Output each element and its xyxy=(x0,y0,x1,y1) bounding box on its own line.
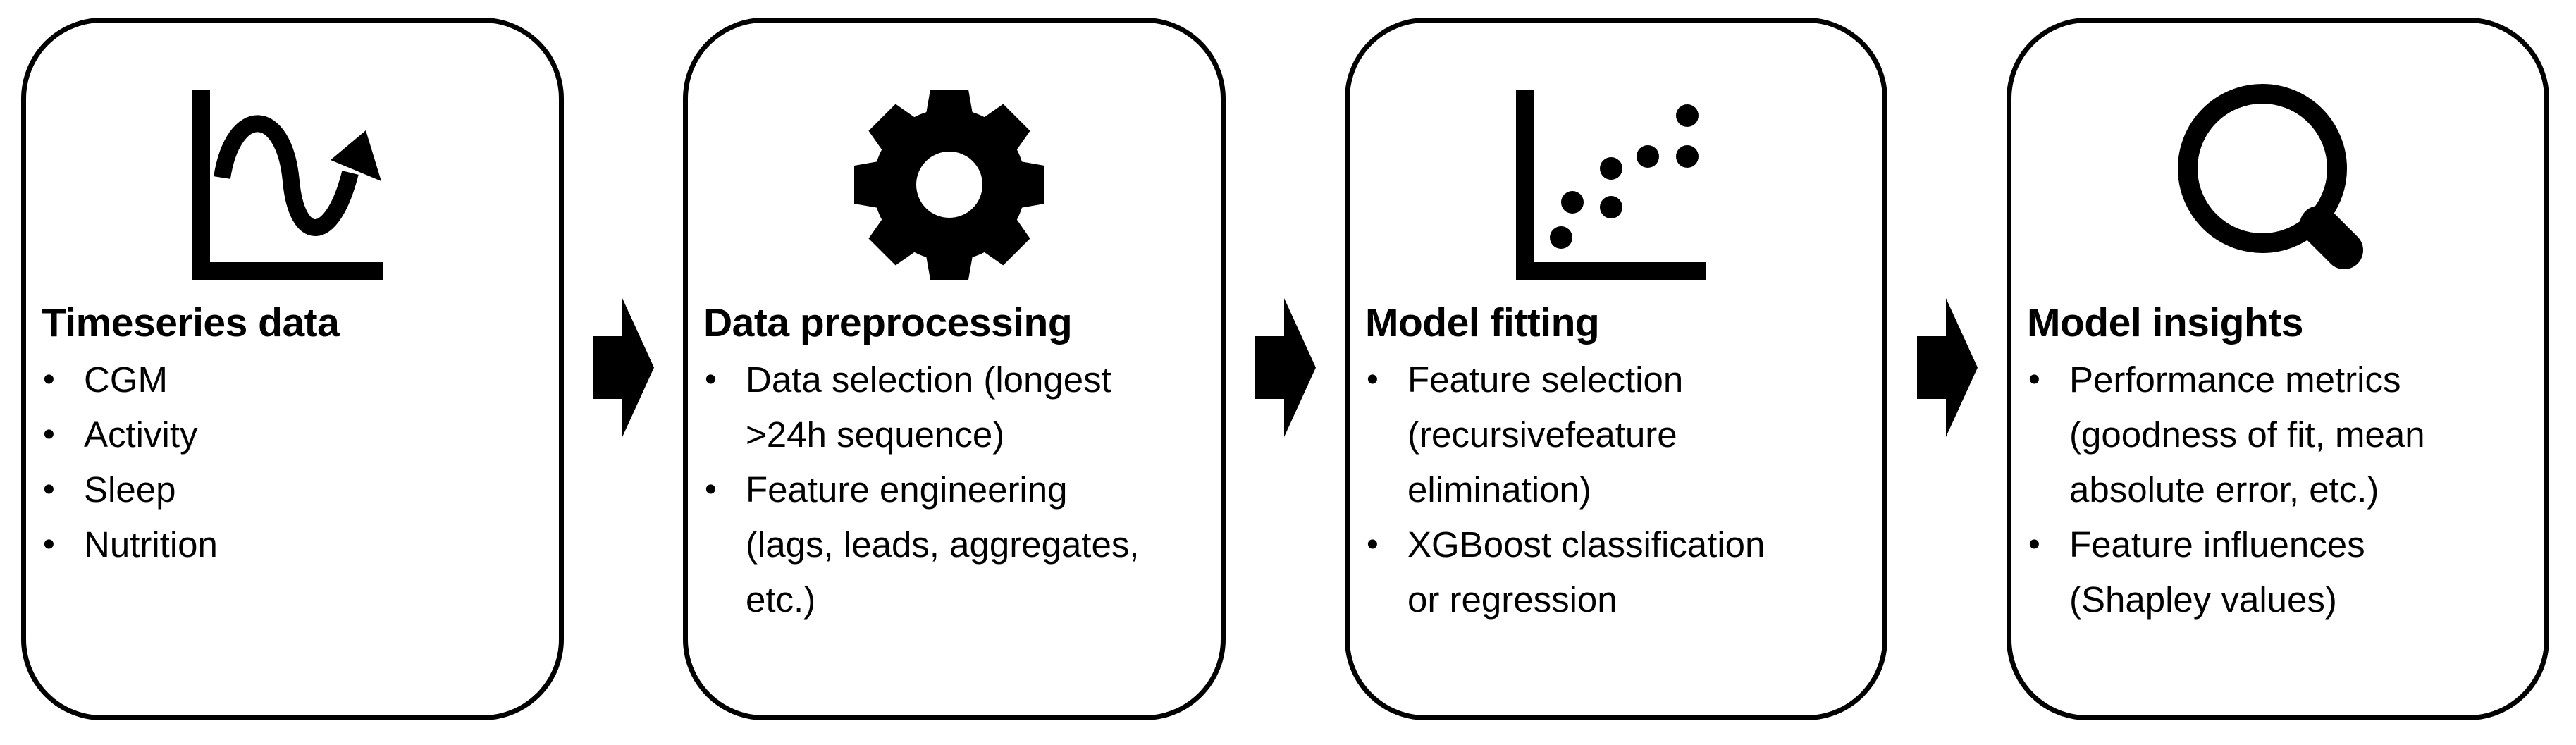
flow-connector xyxy=(564,18,683,437)
step-bullet-list: Feature selection (recursivefeature elim… xyxy=(1365,352,1857,627)
bullet-item: Feature influences (Shapley values) xyxy=(2027,517,2519,627)
step-icon-area xyxy=(2027,75,2519,294)
step-box-data-preprocessing: Data preprocessing Data selection (longe… xyxy=(683,18,1226,720)
step-title: Model insights xyxy=(2027,300,2304,345)
step-box-model-insights: Model insights Performance metrics (good… xyxy=(2007,18,2549,720)
bullet-item: Activity xyxy=(42,407,534,462)
bullet-item: Nutrition xyxy=(42,517,534,572)
step-title: Timeseries data xyxy=(42,300,340,345)
bullet-item: Sleep xyxy=(42,462,534,517)
bullet-item: Performance metrics (goodness of fit, me… xyxy=(2027,352,2519,517)
gear-icon xyxy=(854,90,1044,280)
step-icon-area xyxy=(42,75,534,294)
bullet-item: Feature selection (recursivefeature elim… xyxy=(1365,352,1857,517)
bullet-item: CGM xyxy=(42,352,534,407)
step-icon-area xyxy=(703,75,1195,294)
step-icon-area xyxy=(1365,75,1857,294)
flow-connector xyxy=(1887,18,2007,437)
scatter-plot-icon xyxy=(1516,90,1706,280)
step-bullet-list: Data selection (longest >24h sequence) F… xyxy=(703,352,1195,627)
magnifying-glass-icon xyxy=(2178,84,2363,269)
step-bullet-list: Performance metrics (goodness of fit, me… xyxy=(2027,352,2519,627)
block-arrow-right-icon xyxy=(1916,298,1978,437)
flow-connector xyxy=(1226,18,1345,437)
step-box-model-fitting: Model fitting Feature selection (recursi… xyxy=(1345,18,1887,720)
timeseries-chart-icon xyxy=(192,90,383,280)
bullet-item: Data selection (longest >24h sequence) xyxy=(703,352,1195,462)
bullet-item: Feature engineering (lags, leads, aggreg… xyxy=(703,462,1195,627)
step-title: Model fitting xyxy=(1365,300,1600,345)
step-box-timeseries-data: Timeseries data CGM Activity Sleep Nutri… xyxy=(21,18,564,720)
step-title: Data preprocessing xyxy=(703,300,1073,345)
block-arrow-right-icon xyxy=(593,298,654,437)
bullet-item: XGBoost classification or regression xyxy=(1365,517,1857,627)
step-bullet-list: CGM Activity Sleep Nutrition xyxy=(42,352,534,572)
block-arrow-right-icon xyxy=(1255,298,1316,437)
